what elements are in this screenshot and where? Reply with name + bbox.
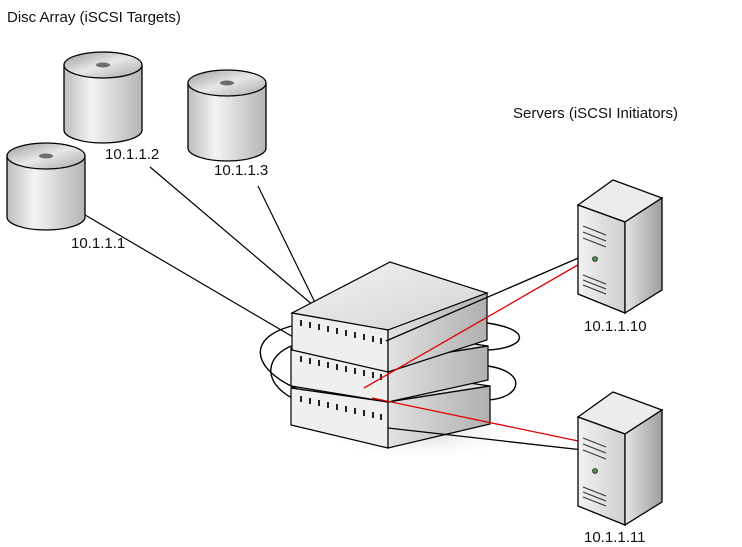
disc-cylinder-icon bbox=[39, 153, 53, 159]
disc-2 bbox=[63, 51, 143, 144]
disc-array-title: Disc Array (iSCSI Targets) bbox=[7, 9, 181, 26]
cable-server-1-red bbox=[363, 261, 584, 389]
server-2-ip-label: 10.1.1.11 bbox=[584, 529, 645, 546]
server-bays bbox=[582, 437, 607, 507]
server-bays bbox=[582, 225, 607, 295]
tower-server-icon bbox=[592, 468, 598, 474]
tower-server-icon bbox=[592, 256, 598, 262]
ports-bottom bbox=[300, 396, 382, 420]
switch-ports bbox=[300, 320, 382, 420]
server-2 bbox=[576, 391, 664, 527]
servers-title: Servers (iSCSI Initiators) bbox=[513, 105, 678, 122]
disc-cylinder-icon bbox=[96, 62, 110, 68]
stack-loop-right-a bbox=[486, 322, 521, 351]
cable-server-2-red bbox=[371, 397, 584, 443]
disc-1-ip-label: 10.1.1.1 bbox=[71, 235, 125, 252]
stack-cables bbox=[259, 322, 521, 401]
stack-loop-right-b bbox=[487, 365, 517, 401]
disc-3 bbox=[187, 69, 267, 162]
cable-server-1-black bbox=[385, 255, 584, 342]
cable-server-2-black bbox=[387, 427, 584, 451]
disc-cylinder-icon bbox=[220, 80, 234, 86]
disc-1 bbox=[6, 142, 86, 231]
server-1-ip-label: 10.1.1.10 bbox=[584, 318, 647, 335]
stack-loop-left-a bbox=[259, 324, 297, 388]
disc-3-ip-label: 10.1.1.3 bbox=[214, 162, 268, 179]
server-cables bbox=[363, 255, 584, 451]
ports-middle bbox=[300, 356, 382, 380]
ports-top bbox=[300, 320, 382, 344]
switch-stack bbox=[290, 261, 491, 449]
switch-top bbox=[290, 261, 489, 373]
server-1 bbox=[576, 179, 664, 315]
stack-loop-left-b bbox=[270, 344, 295, 399]
disc-2-ip-label: 10.1.1.2 bbox=[105, 146, 159, 163]
